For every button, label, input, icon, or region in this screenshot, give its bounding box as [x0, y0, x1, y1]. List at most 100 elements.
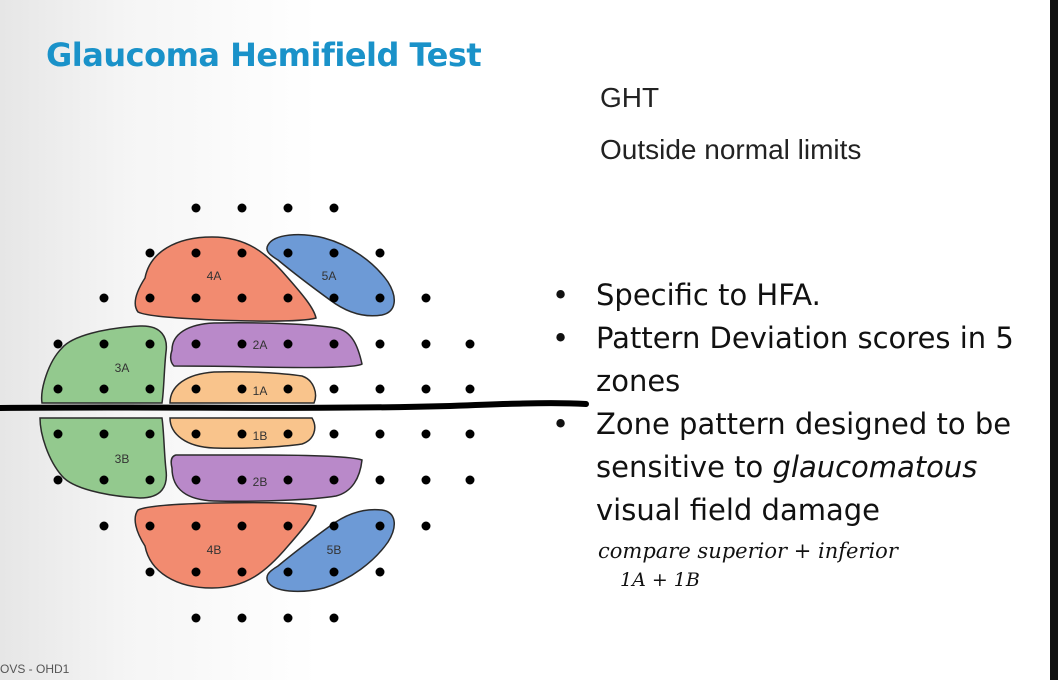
test-point-dot — [145, 521, 155, 531]
test-point-dot — [145, 248, 155, 258]
handwritten-note-line-2: 1A + 1B — [620, 569, 700, 591]
bullet-item: Zone pattern designed to be sensitive to… — [552, 403, 1022, 532]
test-point-dot — [375, 567, 385, 577]
test-points — [53, 203, 475, 623]
test-point-dot — [283, 248, 293, 258]
test-point-dot — [191, 567, 201, 577]
test-point-dot — [421, 429, 431, 439]
handwritten-annotation: compare superior + inferior 1A + 1B — [598, 539, 900, 591]
zone-4b — [134, 501, 317, 589]
test-point-dot — [191, 293, 201, 303]
test-point-dot — [329, 521, 339, 531]
test-point-dot — [145, 429, 155, 439]
ght-label: GHT — [600, 82, 660, 113]
test-point-dot — [53, 339, 63, 349]
bullet-text: visual field damage — [596, 493, 880, 527]
bullet-text: Specific to HFA. — [596, 278, 821, 312]
test-point-dot — [375, 293, 385, 303]
test-point-dot — [329, 203, 339, 213]
test-point-dot — [283, 203, 293, 213]
test-point-dot — [375, 429, 385, 439]
test-point-dot — [329, 384, 339, 394]
test-point-dot — [191, 339, 201, 349]
zone-label-5b: 5B — [327, 543, 342, 557]
test-point-dot — [191, 203, 201, 213]
bullet-emphasis: glaucomatous — [772, 450, 978, 484]
test-point-dot — [329, 475, 339, 485]
test-point-dot — [283, 521, 293, 531]
test-point-dot — [329, 248, 339, 258]
test-point-dot — [237, 521, 247, 531]
handwritten-note-line-1: compare superior + inferior — [598, 539, 900, 563]
bullet-item: Pattern Deviation scores in 5 zones — [552, 317, 1022, 403]
test-point-dot — [465, 339, 475, 349]
test-point-dot — [99, 384, 109, 394]
test-point-dot — [99, 475, 109, 485]
test-point-dot — [465, 384, 475, 394]
test-point-dot — [237, 384, 247, 394]
test-point-dot — [53, 384, 63, 394]
zone-4a — [134, 236, 317, 322]
test-point-dot — [375, 521, 385, 531]
zone-5a — [266, 233, 395, 317]
bullet-text: Zone pattern designed to be sensitive to — [596, 407, 1012, 484]
test-point-dot — [283, 339, 293, 349]
test-point-dot — [375, 384, 385, 394]
test-point-dot — [283, 475, 293, 485]
zone-3b — [39, 417, 168, 499]
test-point-dot — [375, 248, 385, 258]
test-point-dot — [99, 521, 109, 531]
bullet-item: Specific to HFA. — [552, 274, 1022, 317]
test-point-dot — [237, 248, 247, 258]
zone-label-3a: 3A — [115, 361, 130, 375]
zone-label-4a: 4A — [207, 269, 222, 283]
test-point-dot — [329, 429, 339, 439]
test-point-dot — [237, 475, 247, 485]
test-point-dot — [421, 521, 431, 531]
zone-label-5a: 5A — [322, 269, 337, 283]
test-point-dot — [191, 248, 201, 258]
test-point-dot — [283, 613, 293, 623]
test-point-dot — [375, 339, 385, 349]
test-point-dot — [329, 567, 339, 577]
test-point-dot — [421, 384, 431, 394]
test-point-dot — [99, 339, 109, 349]
test-point-dot — [237, 203, 247, 213]
ght-result: Outside normal limits — [600, 134, 862, 165]
test-point-dot — [237, 567, 247, 577]
test-point-dot — [191, 521, 201, 531]
test-point-dot — [145, 475, 155, 485]
test-point-dot — [421, 339, 431, 349]
test-point-dot — [237, 293, 247, 303]
zone-2a — [169, 321, 363, 369]
test-point-dot — [99, 429, 109, 439]
test-point-dot — [191, 613, 201, 623]
test-point-dot — [283, 567, 293, 577]
bullet-text: Pattern Deviation scores in 5 zones — [596, 321, 1014, 398]
test-point-dot — [99, 293, 109, 303]
zone-label-1b: 1B — [253, 429, 268, 443]
test-point-dot — [283, 429, 293, 439]
zone-label-2b: 2B — [253, 475, 268, 489]
test-point-dot — [465, 475, 475, 485]
test-point-dot — [329, 293, 339, 303]
test-point-dot — [237, 339, 247, 349]
test-point-dot — [237, 613, 247, 623]
test-point-dot — [145, 339, 155, 349]
zone-labels: 4A 5A 3A 2A 1A 1B 2B 3B 4B 5B — [115, 269, 342, 557]
test-point-dot — [237, 429, 247, 439]
test-point-dot — [53, 475, 63, 485]
test-point-dot — [421, 293, 431, 303]
test-point-dot — [375, 475, 385, 485]
zone-label-3b: 3B — [115, 452, 130, 466]
zone-label-4b: 4B — [207, 543, 222, 557]
test-point-dot — [191, 475, 201, 485]
zone-label-2a: 2A — [253, 338, 268, 352]
zone-3a — [40, 325, 168, 404]
test-point-dot — [465, 429, 475, 439]
zone-2b — [170, 454, 363, 503]
test-point-dot — [53, 429, 63, 439]
test-point-dot — [329, 339, 339, 349]
zone-label-1a: 1A — [253, 384, 268, 398]
test-point-dot — [421, 475, 431, 485]
